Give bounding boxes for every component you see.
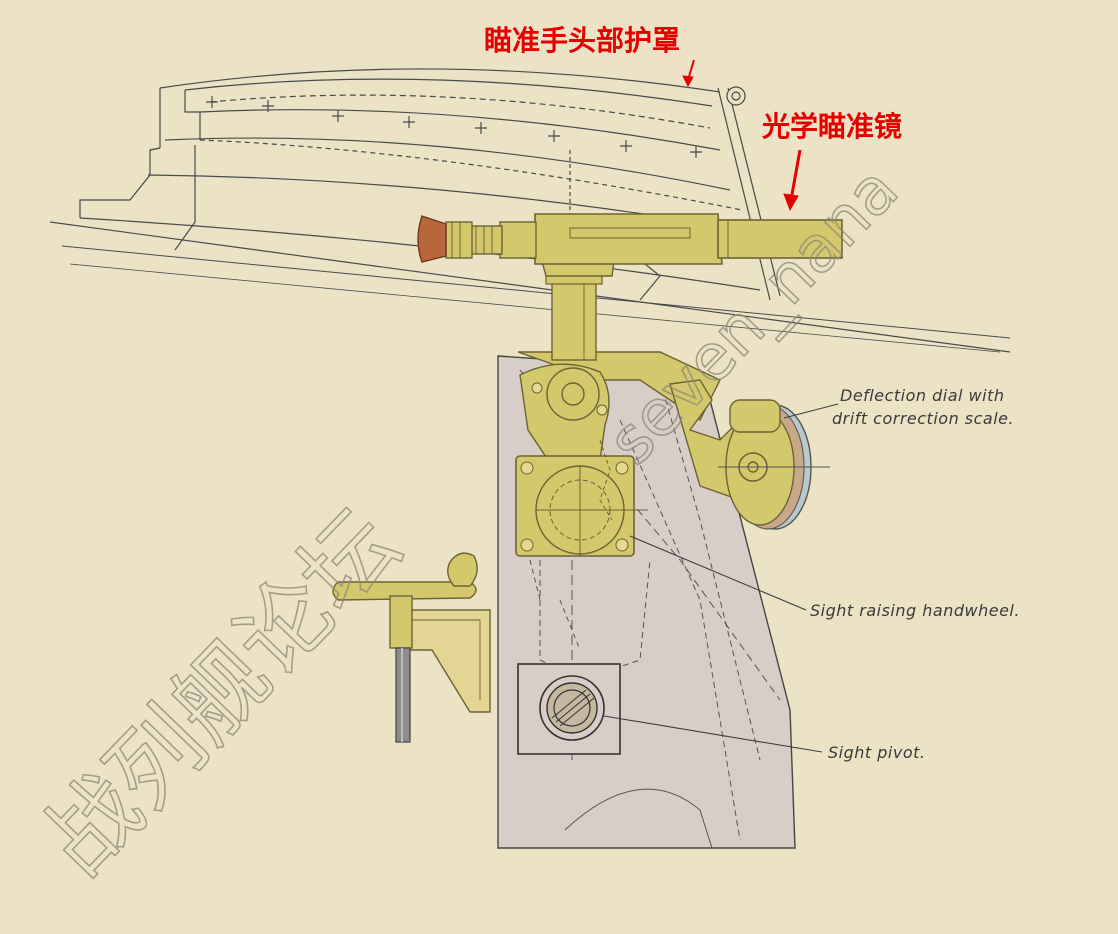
gear-casing — [519, 363, 610, 461]
handwheel-label: Sight raising handwheel. — [810, 601, 1020, 620]
pivot-label: Sight pivot. — [828, 743, 925, 762]
deflection-dial-label-line2: drift correction scale. — [832, 409, 1014, 428]
handwheel-gearbox — [515, 439, 648, 557]
sight-column — [545, 273, 603, 361]
watermark-cn: 战列舰论坛 — [23, 490, 420, 895]
sight-pivot — [517, 663, 621, 755]
annotation-arrows — [682, 59, 802, 212]
telescope — [417, 213, 843, 277]
leader-lines — [603, 403, 839, 753]
deflection-dial — [718, 399, 830, 530]
deflection-dial-label-line1: Deflection dial with — [840, 386, 1005, 405]
hood-crosses — [206, 96, 702, 158]
sighting-hood-outline — [49, 68, 1011, 353]
sight-raising-handwheel — [332, 552, 491, 743]
scope-annotation: 光学瞄准镜 — [761, 110, 902, 143]
hood-annotation: 瞄准手头部护罩 — [484, 24, 680, 57]
